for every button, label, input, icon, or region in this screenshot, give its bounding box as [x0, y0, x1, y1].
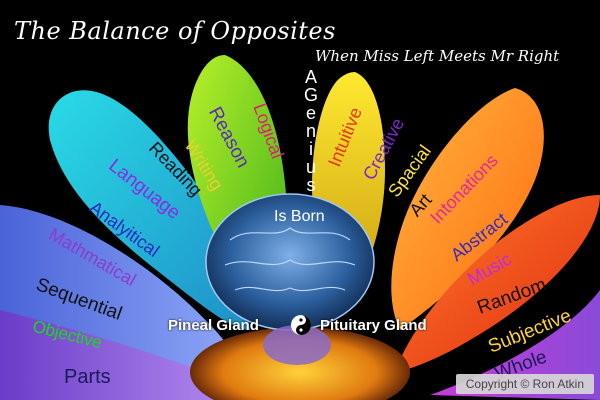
petal-red: [395, 195, 600, 372]
pituitary-gland-label: Pituitary Gland: [320, 317, 427, 334]
genius-letter: s: [306, 175, 316, 195]
genius-letter: n: [305, 121, 316, 141]
genius-letter: i: [309, 139, 313, 159]
copyright-badge: Copyright © Ron Atkin: [455, 374, 594, 394]
word-parts: Parts: [64, 366, 111, 388]
is-born-label: Is Born: [274, 208, 325, 225]
pineal-gland-label: Pineal Gland: [168, 317, 259, 334]
petal-magenta: [430, 290, 600, 400]
petal-cyan: [48, 90, 250, 330]
genius-letter: G: [303, 85, 318, 105]
petal-blue: [0, 205, 242, 385]
genius-letter: A: [304, 67, 317, 87]
genius-vertical: A G e n i u s: [299, 68, 323, 194]
yin-yang-icon: [291, 315, 311, 335]
poster-title: The Balance of Opposites: [14, 17, 336, 45]
poster-subtitle: When Miss Left Meets Mr Right: [315, 47, 560, 65]
genius-letter: e: [305, 103, 316, 123]
petal-orange: [391, 88, 544, 330]
genius-letter: u: [305, 157, 316, 177]
brain-stem: [263, 325, 331, 365]
